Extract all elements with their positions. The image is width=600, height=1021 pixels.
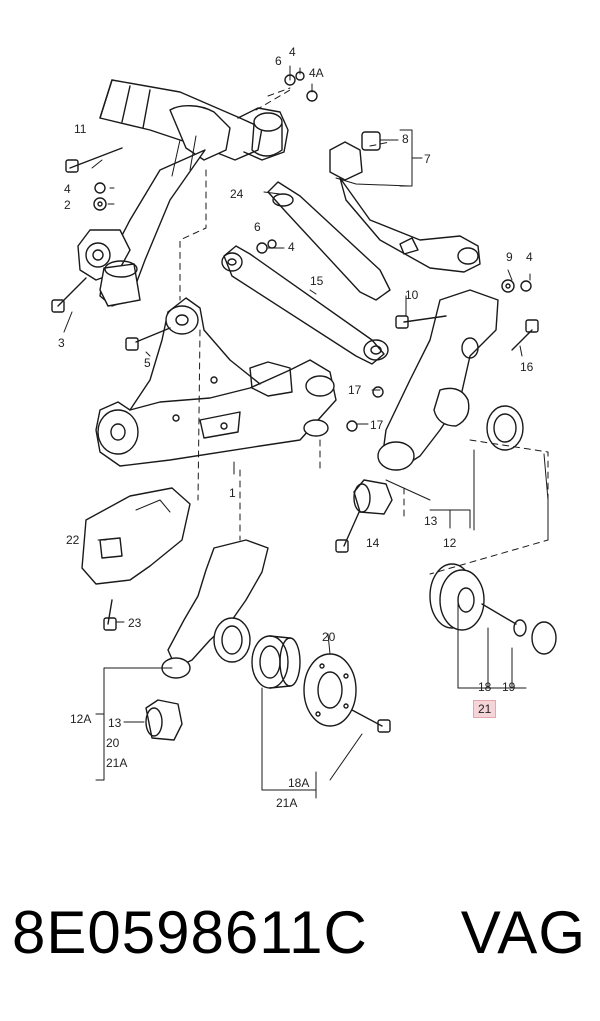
- callout-20: 20: [322, 630, 336, 644]
- exploded-parts-diagram: [51, 65, 557, 799]
- callout-4: 4: [289, 45, 296, 59]
- callout-21-highlighted: 21: [473, 700, 497, 718]
- callout-17: 17: [370, 418, 384, 432]
- callout-6: 6: [254, 220, 261, 234]
- callout-4A: 4A: [309, 66, 324, 80]
- leader-lines: [63, 65, 549, 799]
- callout-2: 2: [64, 198, 71, 212]
- upper-control-arm: [329, 131, 481, 273]
- callout-16: 16: [520, 360, 534, 374]
- callout-23: 23: [128, 616, 142, 630]
- callout-5: 5: [144, 356, 151, 370]
- track-rod-15: [221, 245, 389, 365]
- lower-control-arm: [95, 297, 337, 467]
- callout-11: 11: [74, 122, 87, 136]
- cover-22: [81, 487, 191, 585]
- callout-6: 6: [275, 54, 282, 68]
- callout-19: 19: [502, 680, 516, 694]
- callout-24: 24: [230, 187, 244, 201]
- callout-7: 7: [424, 152, 431, 166]
- callout-15: 15: [310, 274, 324, 288]
- wheel-carrier-lower: [161, 539, 269, 679]
- callout-13: 13: [108, 716, 122, 730]
- callout-14: 14: [366, 536, 380, 550]
- trailing-link-24: [267, 181, 391, 301]
- callout-10: 10: [405, 288, 419, 302]
- wheel-hub-21: [429, 563, 557, 655]
- wheel-bearing: [251, 635, 301, 689]
- subframe: [77, 79, 289, 307]
- callout-18: 18: [478, 680, 492, 694]
- callout-1: 1: [229, 486, 236, 500]
- callout-18A: 18A: [288, 776, 310, 790]
- callout-8: 8: [402, 132, 409, 146]
- callout-4: 4: [64, 182, 71, 196]
- part-number: 8E0598611C: [12, 899, 368, 966]
- callout-22: 22: [66, 533, 80, 547]
- bush-13-right: [353, 479, 393, 515]
- dashed-guides: [179, 87, 549, 575]
- callout-21A: 21A: [276, 796, 298, 810]
- callout-21A: 21A: [106, 756, 128, 770]
- callout-4: 4: [288, 240, 295, 254]
- wheel-hub-20: [303, 653, 391, 733]
- wheel-carrier-upper: [377, 289, 524, 471]
- callout-4: 4: [526, 250, 533, 264]
- diagram-drawing: [51, 65, 557, 799]
- callout-3: 3: [58, 336, 65, 350]
- callout-13: 13: [424, 514, 438, 528]
- callout-9: 9: [506, 250, 513, 264]
- callout-17: 17: [348, 383, 362, 397]
- callout-12A: 12A: [70, 712, 92, 726]
- callout-20: 20: [106, 736, 120, 750]
- callout-12: 12: [443, 536, 457, 550]
- brand-label: VAG: [460, 899, 586, 966]
- bush-13-left: [145, 699, 183, 741]
- fasteners: [51, 71, 539, 631]
